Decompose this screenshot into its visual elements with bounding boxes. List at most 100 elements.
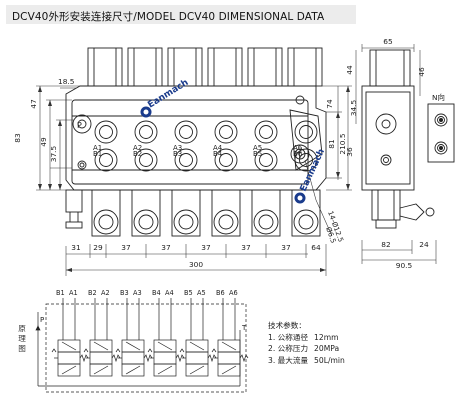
schematic-label-a: A1 xyxy=(69,289,78,297)
lever-mark xyxy=(51,348,57,353)
spool-box-mid xyxy=(121,351,145,365)
lever-mark xyxy=(115,348,121,353)
port-a-bore xyxy=(179,125,193,139)
port-b-ring xyxy=(94,148,118,172)
port-b-label: B5 xyxy=(253,150,262,158)
front-dimension-text: 18.5 83 47 49 37.5 P T 31 29 37 37 37 37… xyxy=(13,77,347,269)
dim-81: 81 xyxy=(327,139,336,149)
dim-18-5: 18.5 xyxy=(58,77,75,86)
port-a-label: A5 xyxy=(253,144,262,152)
side-view xyxy=(361,49,455,229)
port-a-label: A1 xyxy=(93,144,102,152)
lever-mark xyxy=(147,348,153,353)
port-b-label: B4 xyxy=(213,150,223,158)
schematic-port-p: P xyxy=(40,316,44,324)
dim-65: 65 xyxy=(383,37,393,46)
bottom-spools xyxy=(91,189,321,237)
dim-47: 47 xyxy=(29,99,38,109)
port-b-label: B2 xyxy=(133,150,142,158)
dim-44: 44 xyxy=(345,65,354,75)
front-view xyxy=(65,47,327,237)
spring xyxy=(79,354,89,363)
spec-label: 1. 公称通径 xyxy=(268,332,309,342)
front-dimension-lines xyxy=(36,85,352,276)
schematic-label-a: A6 xyxy=(229,289,238,297)
spool-box-bottom xyxy=(153,363,177,377)
spool-box-bottom xyxy=(121,363,145,377)
spec-label: 3. 最大流量 xyxy=(268,355,309,365)
port-a-ring xyxy=(134,120,158,144)
schematic-label-b: B6 xyxy=(216,289,225,297)
dim-31: 31 xyxy=(71,243,81,252)
port-b-bore xyxy=(219,153,233,167)
port-b-label: B1 xyxy=(93,150,102,158)
schematic-section-label: 原理图 xyxy=(18,324,26,353)
spring xyxy=(111,354,121,363)
schematic-port-t: T xyxy=(241,324,247,332)
flow-arrow xyxy=(157,341,173,351)
port-b-bore xyxy=(99,153,113,167)
spec-label: 2. 公称压力 xyxy=(268,344,309,353)
dim-210-5: 210.5 xyxy=(338,133,347,154)
schematic-label-a: A5 xyxy=(197,289,206,297)
port-a-label: A6 xyxy=(293,144,303,152)
dim-82: 82 xyxy=(381,240,390,249)
schematic-label-b: B2 xyxy=(88,289,97,297)
schematic-lines xyxy=(35,312,241,387)
dim-300: 300 xyxy=(189,260,203,269)
schematic-label-b: B4 xyxy=(152,289,161,297)
flow-arrow xyxy=(189,341,205,351)
hydraulic-schematic xyxy=(51,298,249,377)
port-a-bore xyxy=(219,125,233,139)
dim-64: 64 xyxy=(311,243,321,252)
port-a-bore xyxy=(139,125,153,139)
port-a-ring xyxy=(174,120,198,144)
port-b-bore xyxy=(299,153,313,167)
lever-mark xyxy=(179,348,185,353)
spool-box-mid xyxy=(57,351,81,365)
flow-arrow xyxy=(93,365,109,375)
spec-row: 3. 最大流量 50L/min xyxy=(268,355,345,367)
port-b-label: B6 xyxy=(293,150,303,158)
schematic-label-b: B3 xyxy=(120,289,129,297)
port-b-bore xyxy=(259,153,273,167)
spring xyxy=(239,354,249,363)
dim-74: 74 xyxy=(325,99,334,109)
port-b-bore xyxy=(179,153,193,167)
spec-value: 50L/min xyxy=(314,355,345,365)
dim-83: 83 xyxy=(13,133,22,143)
port-a-bore xyxy=(99,125,113,139)
dim-37-5: 37.5 xyxy=(49,145,58,162)
spec-value: 20MPa xyxy=(314,344,340,353)
direction-label: N向 xyxy=(432,93,445,102)
technical-specs: 技术参数： 1. 公称通径 12mm 2. 公称压力 20MPa 3. 最大流量 50… xyxy=(268,320,345,366)
side-dimension-text: 65 44 34.5 36 46 24 82 90.5 N向 xyxy=(345,37,445,270)
flow-arrow xyxy=(189,365,205,375)
flow-arrow xyxy=(61,365,77,375)
page-title: DCV40外形安装连接尺寸/MODEL DCV40 DIMENSIONAL DA… xyxy=(12,11,325,23)
dim-37-e: 37 xyxy=(281,243,291,252)
spring xyxy=(143,354,153,363)
schematic-frame xyxy=(45,303,247,393)
lever-mark xyxy=(83,348,89,353)
flow-arrow xyxy=(93,341,109,351)
specs-heading: 技术参数： xyxy=(268,321,306,330)
flow-arrow xyxy=(125,365,141,375)
dim-37-b: 37 xyxy=(161,243,171,252)
port-t-label: T xyxy=(296,151,302,160)
port-b-ring xyxy=(134,148,158,172)
spec-value: 12mm xyxy=(314,332,339,342)
dim-36: 36 xyxy=(345,147,354,157)
flow-arrow xyxy=(125,341,141,351)
port-b-ring xyxy=(254,148,278,172)
title-bar: DCV40外形安装连接尺寸/MODEL DCV40 DIMENSIONAL DA… xyxy=(6,5,356,24)
spool-box-bottom xyxy=(89,363,113,377)
spring xyxy=(175,354,185,363)
dim-29: 29 xyxy=(93,243,103,252)
spec-row: 1. 公称通径 12mm xyxy=(268,332,345,344)
side-dimension-lines xyxy=(355,44,437,264)
dim-46: 46 xyxy=(417,67,426,77)
lever-mark xyxy=(211,348,217,353)
